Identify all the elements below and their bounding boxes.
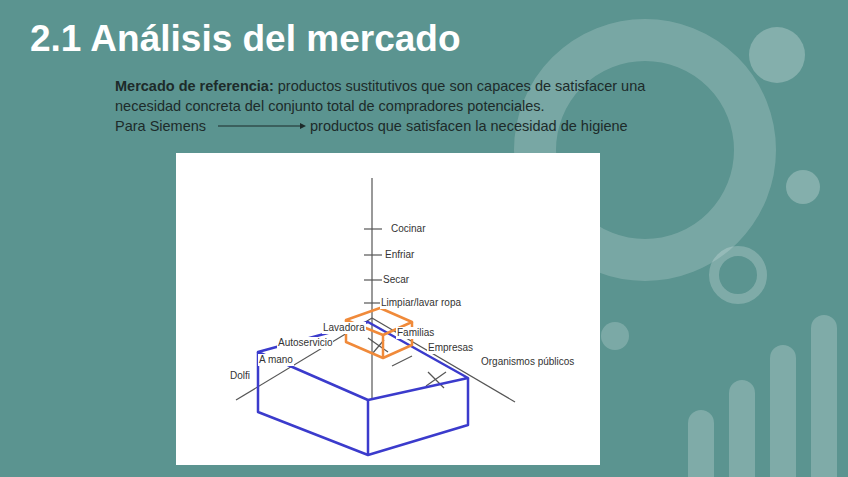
axis-label: Autoservicio [277,337,333,349]
axis-label: Secar [382,274,410,286]
decor-bar [770,345,796,477]
body-text: Para Siemens [115,118,206,134]
decor-bar [688,410,714,477]
definition-paragraph: Mercado de referencia:productos sustitut… [115,76,693,116]
decor-circle [749,27,805,83]
box-top [258,322,468,400]
box-edge [367,400,370,455]
decor-circle [601,322,629,350]
axis-label: Cocinar [390,223,426,235]
arrow-line [218,126,300,127]
slide-title: 2.1 Análisis del mercado [30,18,461,60]
body-text: productos que satisfacen la necesidad de… [310,118,628,134]
cube-edge [382,335,385,358]
decor-bar [811,315,837,477]
axis-label: Lavadora [322,322,366,334]
axis-tick [364,228,382,229]
decor-bar [729,380,755,477]
axis-tick [364,254,382,255]
axis-tick [368,338,388,352]
image-panel [176,153,600,465]
axis-tick [364,279,382,280]
axes [236,178,515,402]
decor-ring [714,251,762,299]
axis-label: Enfriar [384,249,415,261]
axis-left [236,318,372,400]
arrow-head [300,123,306,129]
decor-circle [786,170,820,204]
definition-term: Mercado de referencia: [115,78,274,94]
axis-vertical [371,178,372,400]
axis-label: Organismos públicos [480,356,575,368]
axis-label: A mano [258,354,294,366]
axis-label: Familias [396,327,435,339]
axis-label: Limpiar/lavar ropa [380,297,462,309]
axis-label: Empresas [427,342,474,354]
axis-tick [392,356,412,366]
box-sides [258,352,468,455]
axis-label: Dolfi [229,370,251,382]
